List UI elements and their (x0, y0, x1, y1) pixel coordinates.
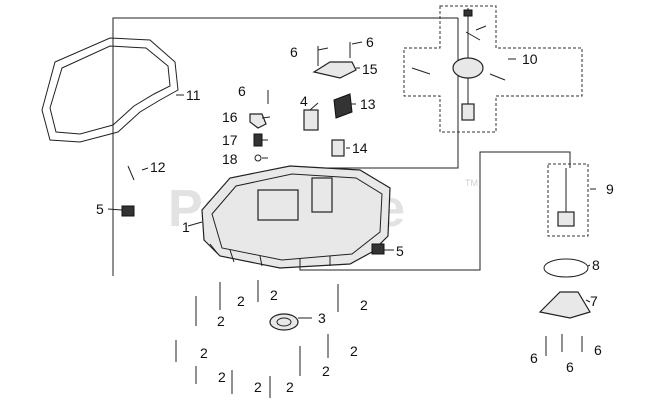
bolts-2 (175, 280, 583, 398)
callout-5-left: 5 (96, 201, 104, 217)
callout-6-c: 6 (238, 83, 246, 99)
callout-6-b: 6 (366, 34, 374, 50)
crankcase-1 (201, 165, 391, 269)
callout-15: 15 (362, 61, 378, 77)
seal-3 (269, 313, 299, 331)
callout-3: 3 (318, 310, 326, 326)
callout-16: 16 (222, 109, 238, 125)
callout-4: 4 (300, 93, 308, 109)
callout-7: 7 (590, 293, 598, 309)
cover-7 (538, 291, 591, 319)
callout-5-right: 5 (396, 243, 404, 259)
spring-17 (253, 133, 263, 147)
callout-6-e: 6 (566, 359, 574, 375)
callout-6-d: 6 (530, 350, 538, 366)
part-4 (303, 109, 319, 131)
callout-2-e: 2 (200, 345, 208, 361)
callout-2-h: 2 (286, 379, 294, 395)
callout-14: 14 (352, 140, 368, 156)
callout-18: 18 (222, 151, 238, 167)
callout-2-g: 2 (254, 379, 262, 395)
spring-14 (331, 139, 345, 157)
callout-6-f: 6 (594, 342, 602, 358)
gasket-11 (41, 37, 179, 143)
callout-8: 8 (592, 257, 600, 273)
callout-2-a: 2 (237, 293, 245, 309)
callout-17: 17 (222, 132, 238, 148)
plate-15 (312, 61, 357, 79)
callout-2-f: 2 (218, 369, 226, 385)
callout-13: 13 (360, 96, 376, 112)
o-ring-8 (543, 258, 589, 278)
callout-10: 10 (522, 51, 538, 67)
leader-lines (107, 41, 596, 319)
callout-1: 1 (182, 219, 190, 235)
plug-5-left (121, 205, 135, 217)
oil-sensor-group-9 (547, 163, 589, 237)
washer-18 (254, 154, 262, 162)
group-frame-right (299, 18, 571, 271)
callout-2-j: 2 (350, 343, 358, 359)
callout-6-a: 6 (290, 44, 298, 60)
callout-2-b: 2 (270, 287, 278, 303)
callout-9: 9 (606, 181, 614, 197)
watermark-tm: TM (465, 178, 478, 188)
plug-5-right (371, 243, 385, 255)
governor-group-10 (403, 5, 583, 133)
callout-11: 11 (186, 87, 201, 103)
group-frame-left (112, 17, 458, 276)
part-13 (333, 93, 353, 119)
callout-2-d: 2 (360, 297, 368, 313)
callout-2-c: 2 (217, 313, 225, 329)
callout-2-i: 2 (322, 363, 330, 379)
callout-12: 12 (150, 159, 166, 175)
fitting-16 (249, 113, 267, 129)
pin-12 (127, 165, 135, 181)
